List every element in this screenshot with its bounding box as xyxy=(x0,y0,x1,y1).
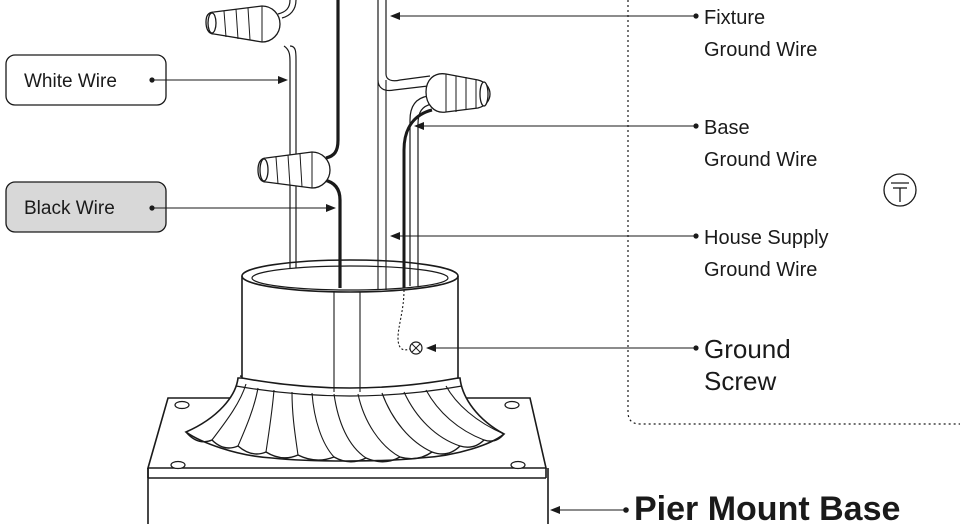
fixture-ground-callout: Fixture Ground Wire xyxy=(390,7,817,61)
pier-mount-base xyxy=(146,259,549,524)
fixture-ground-label-1: Fixture xyxy=(704,7,765,29)
ground-screw-label-1: Ground xyxy=(704,334,791,364)
white-wire-callout: White Wire xyxy=(5,54,288,106)
pier-mount-base-callout: Pier Mount Base xyxy=(550,490,900,524)
ground-screw-label-2: Screw xyxy=(704,366,776,396)
base-ground-label-1: Base xyxy=(704,117,750,139)
ground-screw-lead xyxy=(397,289,413,351)
black-wire-label: Black Wire xyxy=(24,198,115,219)
wire-nut-icon xyxy=(425,73,491,113)
white-wire xyxy=(277,0,297,268)
house-supply-ground-callout: House Supply Ground Wire xyxy=(390,227,829,281)
base-ground-label-2: Ground Wire xyxy=(704,149,817,171)
black-wire xyxy=(323,0,342,288)
wire-nut-icon xyxy=(205,5,281,43)
black-wire-callout: Black Wire xyxy=(5,181,336,233)
house-supply-ground-label-1: House Supply xyxy=(704,227,829,249)
house-supply-ground-wire xyxy=(402,108,433,288)
ground-symbol-icon xyxy=(883,173,917,207)
ground-screw-callout: Ground Screw xyxy=(426,334,791,396)
house-supply-ground-label-2: Ground Wire xyxy=(704,259,817,281)
wire-nut-icon xyxy=(257,151,331,189)
base-ground-callout: Base Ground Wire xyxy=(414,117,817,171)
fixture-ground-label-2: Ground Wire xyxy=(704,39,817,61)
white-wire-label: White Wire xyxy=(24,71,117,92)
ground-screw-icon xyxy=(409,341,423,355)
pier-mount-base-label: Pier Mount Base xyxy=(634,490,900,524)
dotted-enclosure xyxy=(627,0,960,425)
fixture-ground-wire xyxy=(377,0,431,290)
